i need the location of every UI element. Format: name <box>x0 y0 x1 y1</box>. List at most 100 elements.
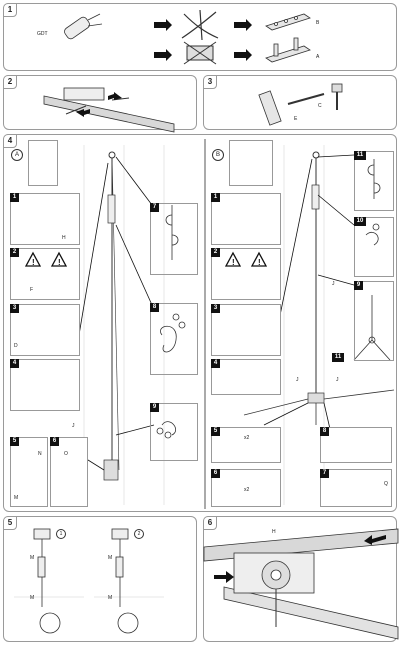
svg-text:!: ! <box>258 258 261 267</box>
step-6-number: 6 <box>50 437 59 446</box>
arrow-icon <box>214 535 386 583</box>
step-3-number: 3 <box>10 304 19 313</box>
roller-beam <box>43 95 175 133</box>
label-h: H <box>272 529 276 535</box>
panel-number: 3 <box>203 75 217 89</box>
panel-number: 5 <box>3 516 17 530</box>
label-m: M <box>108 555 113 561</box>
step-4-box <box>10 359 80 411</box>
label-m: M <box>14 495 19 501</box>
arrow-icon <box>76 92 122 117</box>
variant-b-label: B <box>212 149 224 161</box>
panel-number: 2 <box>3 75 17 89</box>
label-x2: x2 <box>244 435 250 441</box>
panel-number: 1 <box>3 3 17 17</box>
step-b2-box <box>211 248 281 300</box>
label-o: O <box>64 451 68 457</box>
label-b: B <box>316 20 320 26</box>
step-b8-box <box>320 427 392 463</box>
thumb-b <box>229 140 273 186</box>
panel-4-divider <box>204 139 206 509</box>
step-9-number: 9 <box>150 403 159 412</box>
hook-assembly-left <box>33 528 61 634</box>
tensioner <box>107 194 116 224</box>
panel-number: 4 <box>3 134 17 148</box>
step-b4-number: 4 <box>211 359 220 368</box>
label-m: M <box>30 555 35 561</box>
hook-10-icon <box>365 223 380 246</box>
step-1-number: 1 <box>10 193 19 202</box>
arrow-icon <box>154 19 252 61</box>
bracket-a-icon <box>265 37 311 63</box>
svg-text:!: ! <box>232 258 235 267</box>
plate <box>258 90 282 126</box>
step-b2-number: 2 <box>211 248 220 257</box>
step-b6-number: 6 <box>211 469 220 478</box>
circle-1: 1 <box>56 529 66 539</box>
svg-text:J: J <box>336 377 339 383</box>
panel-3: 3 C E <box>203 75 397 130</box>
step-1-box <box>10 193 80 245</box>
panel-1-drawing <box>64 9 311 65</box>
svg-text:J: J <box>296 377 299 383</box>
step-b6-box <box>211 469 281 507</box>
label-n: N <box>38 451 42 457</box>
step-7-box <box>150 203 198 275</box>
svg-text:!: ! <box>32 258 35 267</box>
panel-1: 1 GDT <box>3 3 397 71</box>
svg-text:!: ! <box>58 258 61 267</box>
step-7-number: 7 <box>150 203 159 212</box>
label-e: E <box>294 116 298 122</box>
step-b9-number: 9 <box>354 281 363 290</box>
step-b10-box <box>354 217 394 277</box>
bracket-b-icon <box>265 13 311 31</box>
step-8-box <box>150 303 198 375</box>
pin <box>287 93 325 105</box>
svg-text:J: J <box>72 423 75 429</box>
roller-beam-lower <box>223 586 399 640</box>
panel-3-drawing <box>258 83 343 126</box>
step-b10-number: 10 <box>354 217 366 226</box>
hook-assembly-right <box>111 528 139 634</box>
shield-hook-7-icon <box>165 205 179 260</box>
label-a: A <box>316 54 320 60</box>
step-9-box <box>150 403 198 461</box>
panel-5: 5 M M M M 1 2 <box>3 516 197 642</box>
step-8-number: 8 <box>150 303 159 312</box>
hammer-icon <box>331 83 343 110</box>
step-b7-box <box>320 469 392 507</box>
label-h: H <box>62 235 66 241</box>
step-b5-number: 5 <box>211 427 220 436</box>
cable-tie-tool-icon <box>64 13 103 40</box>
panel-5-drawing <box>14 528 164 634</box>
step-2-number: 2 <box>10 248 19 257</box>
label-c: C <box>318 103 322 109</box>
panel-number: 6 <box>203 516 217 530</box>
panel-2: 2 <box>3 75 197 133</box>
label-x2: x2 <box>244 487 250 493</box>
bottom-bracket <box>103 459 119 481</box>
step-3-box <box>10 304 80 356</box>
label-q: Q <box>384 481 388 487</box>
label-m: M <box>108 595 113 601</box>
panel-6-drawing <box>203 528 399 640</box>
step-b5-box <box>211 427 281 463</box>
crossed-bracket-icon <box>183 41 217 65</box>
label-m: M <box>30 595 35 601</box>
step-b9-box <box>354 281 394 361</box>
hook-11-icon <box>367 159 381 199</box>
step-4-number: 4 <box>10 359 19 368</box>
crossed-cables-icon <box>181 9 219 41</box>
step-b1-box <box>211 193 281 245</box>
step-5-number: 5 <box>10 437 19 446</box>
step-5-box <box>10 437 48 507</box>
thumb-a <box>28 140 58 186</box>
step-b8-number: 8 <box>320 427 329 436</box>
label-d: D <box>14 343 18 349</box>
tensioner <box>311 184 320 210</box>
label-f: F <box>30 287 34 293</box>
hook-8-icon <box>160 313 186 353</box>
bracket <box>63 87 105 101</box>
step-b4-box <box>211 359 281 395</box>
junction-block <box>307 392 325 404</box>
